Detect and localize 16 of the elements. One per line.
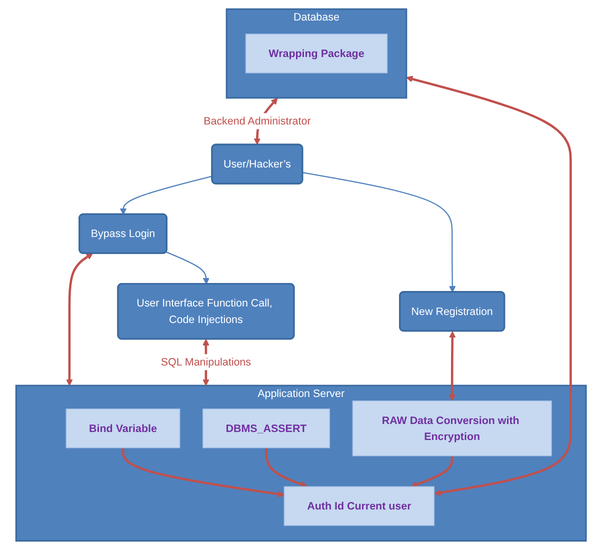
- arrow: [410, 456, 454, 488]
- arrow: [66, 253, 93, 386]
- arrow: [302, 172, 456, 293]
- arrow: [448, 331, 456, 402]
- node-box: DBMS_ASSERT: [202, 408, 330, 448]
- node-box: RAW Data Conversion with Encryption: [352, 400, 552, 456]
- edge-label: Backend Administrator: [204, 114, 311, 127]
- edge-label: SQL Manipulations: [160, 356, 251, 368]
- node-box: Wrapping Package: [245, 34, 388, 74]
- arrow: [166, 252, 210, 284]
- node-box: Auth Id Current user: [284, 486, 435, 526]
- arrow: [406, 76, 572, 496]
- arrow: [122, 448, 284, 498]
- arrow: [265, 448, 308, 488]
- node-box: Bind Variable: [66, 408, 180, 448]
- arrow: [120, 176, 212, 215]
